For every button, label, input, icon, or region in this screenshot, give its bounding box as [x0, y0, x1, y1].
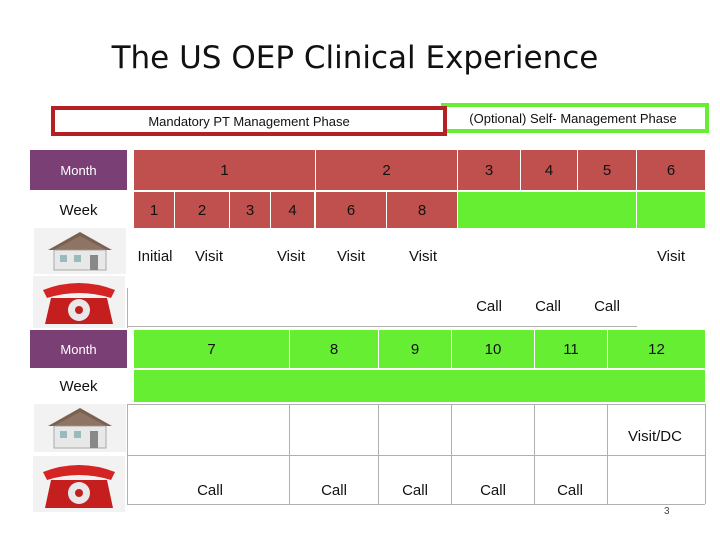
week-cell: 4 [271, 192, 314, 228]
call-cell: Call [402, 481, 428, 499]
month-cell: 12 [608, 330, 705, 368]
week-cell: 3 [230, 192, 270, 228]
grid-line [127, 404, 705, 405]
month-cell: 2 [316, 150, 457, 190]
month-cell: 10 [452, 330, 534, 368]
week-cell: 1 [134, 192, 174, 228]
week-row-label: Week [59, 377, 98, 395]
call-cell: Call [321, 481, 347, 499]
week-cell: 2 [175, 192, 229, 228]
mandatory-phase-box: Mandatory PT Management Phase [51, 106, 447, 136]
house-icon [34, 228, 126, 274]
telephone-icon [33, 276, 125, 328]
month-cell: 9 [379, 330, 451, 368]
house-icon [34, 404, 126, 452]
grid-line [451, 404, 452, 504]
grid-line [127, 404, 128, 504]
visit-dc-cell: Visit/DC [628, 427, 682, 445]
grid-line [127, 288, 128, 328]
grid-line [607, 404, 608, 504]
grid-line [127, 504, 705, 505]
visit-cell: Visit [336, 247, 366, 265]
month-cell: 11 [535, 330, 607, 368]
call-cell: Call [476, 297, 502, 315]
week-cell: 8 [387, 192, 457, 228]
grid-line [127, 455, 705, 456]
visit-cell: Visit [276, 247, 306, 265]
call-cell: Call [594, 297, 620, 315]
grid-line [127, 326, 637, 327]
call-cell: Call [197, 481, 223, 499]
month-cell: 3 [458, 150, 520, 190]
week-cell-empty [458, 192, 636, 228]
optional-phase-label: (Optional) Self- Management Phase [469, 110, 677, 126]
mandatory-phase-label: Mandatory PT Management Phase [148, 113, 350, 129]
month-cell: 6 [637, 150, 705, 190]
optional-phase-box: (Optional) Self- Management Phase [441, 103, 709, 133]
week-cell-empty [134, 370, 705, 402]
slide-title: The US OEP Clinical Experience [111, 40, 599, 76]
telephone-icon [33, 456, 125, 512]
visit-cell: Visit [408, 247, 438, 265]
call-cell: Call [535, 297, 561, 315]
grid-line [289, 404, 290, 504]
week-cell: 6 [316, 192, 386, 228]
month-cell: 5 [578, 150, 636, 190]
month-cell: 8 [290, 330, 378, 368]
visit-cell: Initial [137, 247, 173, 265]
grid-line [705, 404, 706, 504]
week-cell-empty [637, 192, 705, 228]
visit-cell: Visit [194, 247, 224, 265]
month-cell: 7 [134, 330, 289, 368]
month-row-label: Month [30, 150, 127, 190]
month-cell: 4 [521, 150, 577, 190]
grid-line [378, 404, 379, 504]
call-cell: Call [557, 481, 583, 499]
month-row-label: Month [30, 330, 127, 368]
page-number: 3 [664, 506, 670, 517]
call-cell: Call [480, 481, 506, 499]
grid-line [534, 404, 535, 504]
week-row-label: Week [59, 201, 98, 219]
visit-cell: Visit [656, 247, 686, 265]
month-cell: 1 [134, 150, 315, 190]
